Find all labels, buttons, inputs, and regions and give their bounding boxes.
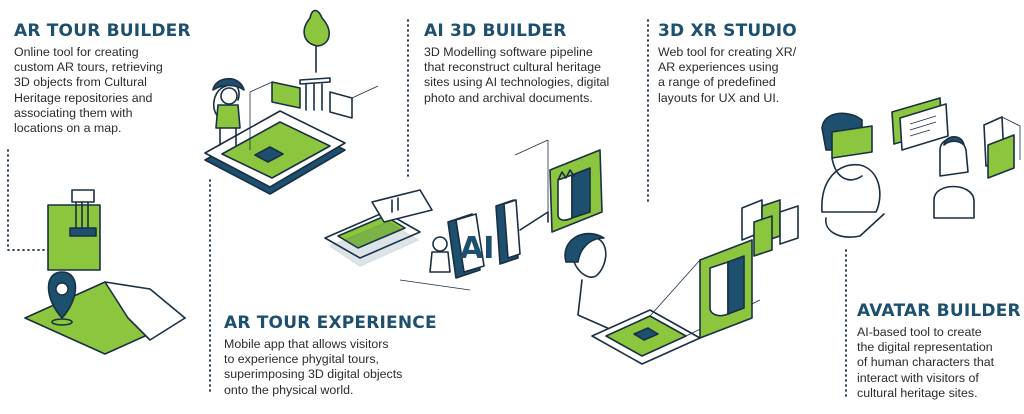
- ar-tour-experience-title: AR TOUR EXPERIENCE: [224, 313, 437, 333]
- map-pin-illustration: [24, 189, 186, 355]
- 3d-xr-studio-title: 3D XR STUDIO: [658, 21, 797, 41]
- connector-ar-tour-builder: [7, 149, 49, 251]
- block-ai-3d-builder: AI 3D BUILDER 3D Modelling software pipe…: [424, 21, 639, 106]
- ai-letters-illustration: AI: [324, 139, 603, 291]
- ar-tour-experience-description: Mobile app that allows visitors to exper…: [224, 337, 403, 397]
- tablet-illustration: [204, 9, 379, 195]
- ai-letters-text: AI: [460, 231, 494, 266]
- avatar-builder-description: AI-based tool to create the digital repr…: [857, 325, 995, 400]
- block-ar-tour-builder: AR TOUR BUILDER Online tool for creating…: [14, 21, 204, 136]
- avatar-illustration: [821, 97, 1021, 238]
- ar-tour-builder-title: AR TOUR BUILDER: [14, 21, 191, 41]
- avatar-builder-title: AVATAR BUILDER: [857, 301, 1021, 321]
- ai-3d-builder-description: 3D Modelling software pipeline that reco…: [424, 45, 610, 105]
- dotted-connectors: [7, 19, 847, 399]
- block-avatar-builder: AVATAR BUILDER AI-based tool to create t…: [857, 301, 1022, 401]
- ar-tour-builder-description: Online tool for creating custom AR tours…: [14, 45, 163, 136]
- ai-3d-builder-title: AI 3D BUILDER: [424, 21, 567, 41]
- xr-studio-illustration: [564, 199, 799, 365]
- 3d-xr-studio-description: Web tool for creating XR/ AR experiences…: [658, 45, 797, 105]
- block-ar-tour-experience: AR TOUR EXPERIENCE Mobile app that allow…: [224, 313, 454, 398]
- block-3d-xr-studio: 3D XR STUDIO Web tool for creating XR/ A…: [658, 21, 828, 106]
